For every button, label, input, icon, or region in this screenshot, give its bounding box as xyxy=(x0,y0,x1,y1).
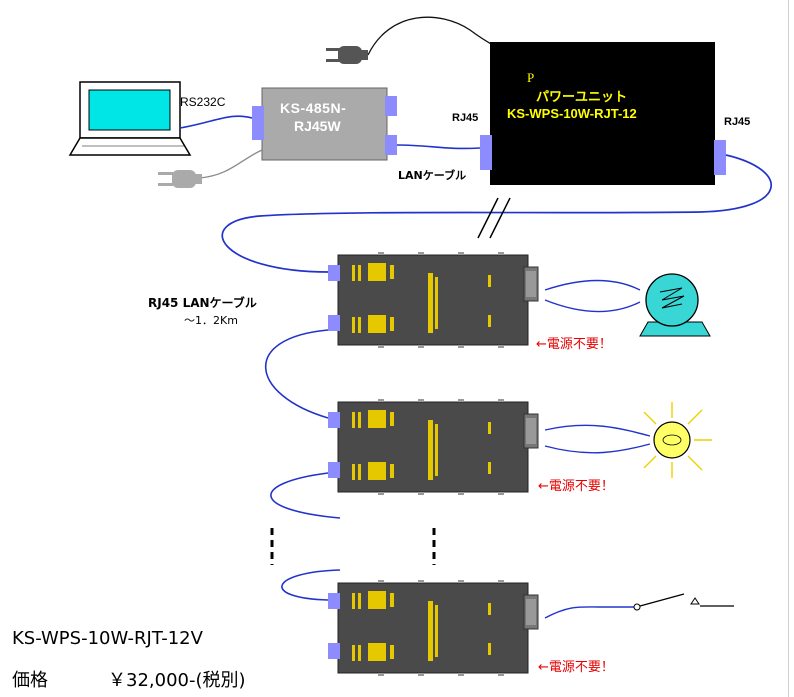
power-unit-model: KS-WPS-10W-RJT-12 xyxy=(507,106,637,121)
rs485-device-3 xyxy=(327,579,539,677)
cable-title-label: RJ45 LANケーブル xyxy=(148,296,257,310)
cable-length-label: ～1．2Km xyxy=(184,314,238,327)
rj45-label-left: RJ45 xyxy=(452,112,479,124)
lan-cable-main xyxy=(221,154,772,273)
converter-label-2: RJ45W xyxy=(294,118,341,134)
rs485-device-1 xyxy=(327,251,539,349)
break-mark-1 xyxy=(477,197,499,239)
laptop-icon xyxy=(68,81,192,156)
rs232c-cable xyxy=(179,115,253,129)
plug-top-icon xyxy=(326,46,368,64)
rj45-label-right: RJ45 xyxy=(724,116,751,128)
no-power-note-2: ←電源不要！ xyxy=(538,479,614,494)
power-cord-top xyxy=(367,16,505,56)
converter-power-cord xyxy=(199,149,263,179)
lamp-wire xyxy=(544,424,651,454)
lan-cable-d1-d2 xyxy=(264,329,329,419)
price-label: 価格 xyxy=(12,670,48,691)
rs485-device-2 xyxy=(327,398,539,496)
no-power-note-1: ←電源不要！ xyxy=(536,337,612,352)
converter-label-1: KS-485N- xyxy=(280,100,347,116)
lan-cable-short xyxy=(396,144,481,150)
rs232c-label: RS232C xyxy=(180,95,226,109)
switch-icon xyxy=(633,593,734,611)
break-mark-2 xyxy=(489,197,511,239)
motor-wire xyxy=(544,279,641,313)
power-unit xyxy=(480,42,726,185)
lamp-icon xyxy=(643,402,712,478)
lan-cable-d2-ellipsis xyxy=(270,472,341,519)
lan-cable-ellipsis-d3 xyxy=(281,569,341,601)
plug-left-icon xyxy=(158,170,202,188)
page-edge-line xyxy=(788,0,789,697)
motor-icon xyxy=(639,273,711,337)
lan-cable-label: LANケーブル xyxy=(398,169,467,182)
power-unit-mark: P xyxy=(527,70,535,85)
product-model: KS-WPS-10W-RJT-12V xyxy=(12,628,203,649)
switch-wire xyxy=(544,606,634,619)
price-value: ￥32,000-(税別) xyxy=(108,670,246,691)
no-power-note-3: ←電源不要！ xyxy=(538,660,614,675)
converter-box xyxy=(252,87,397,161)
power-unit-title: パワーユニット xyxy=(536,90,628,105)
